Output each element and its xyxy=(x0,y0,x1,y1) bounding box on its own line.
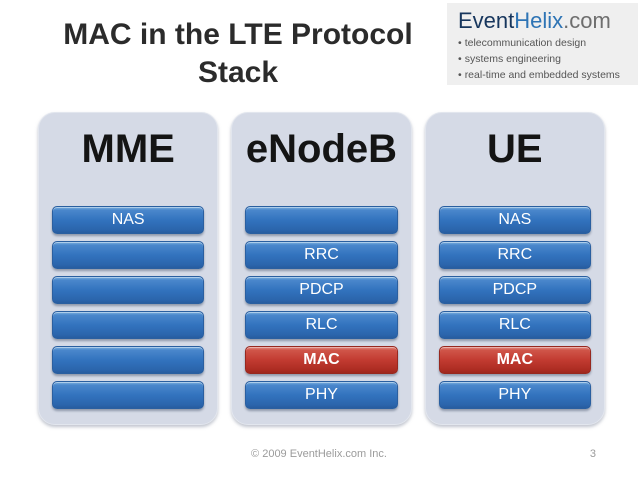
layer-blank xyxy=(52,276,205,304)
layer-blank xyxy=(52,346,205,374)
column-mme: MME NAS xyxy=(38,112,219,425)
layer-mac-highlighted: MAC xyxy=(438,346,591,374)
column-ue-title: UE xyxy=(487,127,543,171)
footer-copyright: © 2009 EventHelix.com Inc. xyxy=(251,448,387,460)
layer-pdcp: PDCP xyxy=(245,276,398,304)
layer-rrc: RRC xyxy=(438,241,591,269)
column-ue-layers: NAS RRC PDCP RLC MAC PHY xyxy=(438,206,591,409)
column-enodeb-layers: RRC PDCP RLC MAC PHY xyxy=(245,206,398,409)
layer-phy: PHY xyxy=(245,381,398,409)
layer-pdcp: PDCP xyxy=(438,276,591,304)
column-ue: UE NAS RRC PDCP RLC MAC PHY xyxy=(424,112,605,425)
brand-helix: Helix xyxy=(514,8,564,33)
layer-phy: PHY xyxy=(438,381,591,409)
layer-rlc: RLC xyxy=(245,311,398,339)
brand-event: Event xyxy=(458,8,515,33)
layer-blank xyxy=(245,206,398,234)
column-mme-title: MME xyxy=(81,127,175,171)
tagline-item: •systems engineering xyxy=(458,52,630,68)
layer-nas: NAS xyxy=(438,206,591,234)
tagline-text: systems engineering xyxy=(464,53,561,66)
bullet-icon: • xyxy=(458,37,462,50)
layer-blank xyxy=(52,381,205,409)
layer-nas: NAS xyxy=(52,206,205,234)
tagline-item: •telecommunication design xyxy=(458,36,630,52)
brand-wordmark: EventHelix.com xyxy=(458,8,630,34)
layer-rrc: RRC xyxy=(245,241,398,269)
layer-rlc: RLC xyxy=(438,311,591,339)
column-enodeb-title: eNodeB xyxy=(245,127,398,171)
bullet-icon: • xyxy=(458,53,462,66)
column-mme-layers: NAS xyxy=(52,206,205,409)
tagline-item: •real-time and embedded systems xyxy=(458,68,630,84)
layer-blank xyxy=(52,241,205,269)
column-enodeb: eNodeB RRC PDCP RLC MAC PHY xyxy=(231,112,412,425)
protocol-stack-diagram: MME NAS eNodeB RRC PDCP RLC MAC PHY xyxy=(38,112,605,425)
tagline-text: telecommunication design xyxy=(464,37,587,50)
brand-com: .com xyxy=(563,8,611,33)
layer-blank xyxy=(52,311,205,339)
tagline-text: real-time and embedded systems xyxy=(464,68,620,81)
slide-title: MAC in the LTE Protocol Stack xyxy=(63,18,413,90)
layer-mac-highlighted: MAC xyxy=(245,346,398,374)
eventhelix-logo: EventHelix.com •telecommunication design… xyxy=(447,3,638,85)
bullet-icon: • xyxy=(458,68,462,81)
brand-taglines: •telecommunication design •systems engin… xyxy=(458,36,630,83)
page-number: 3 xyxy=(589,448,596,460)
